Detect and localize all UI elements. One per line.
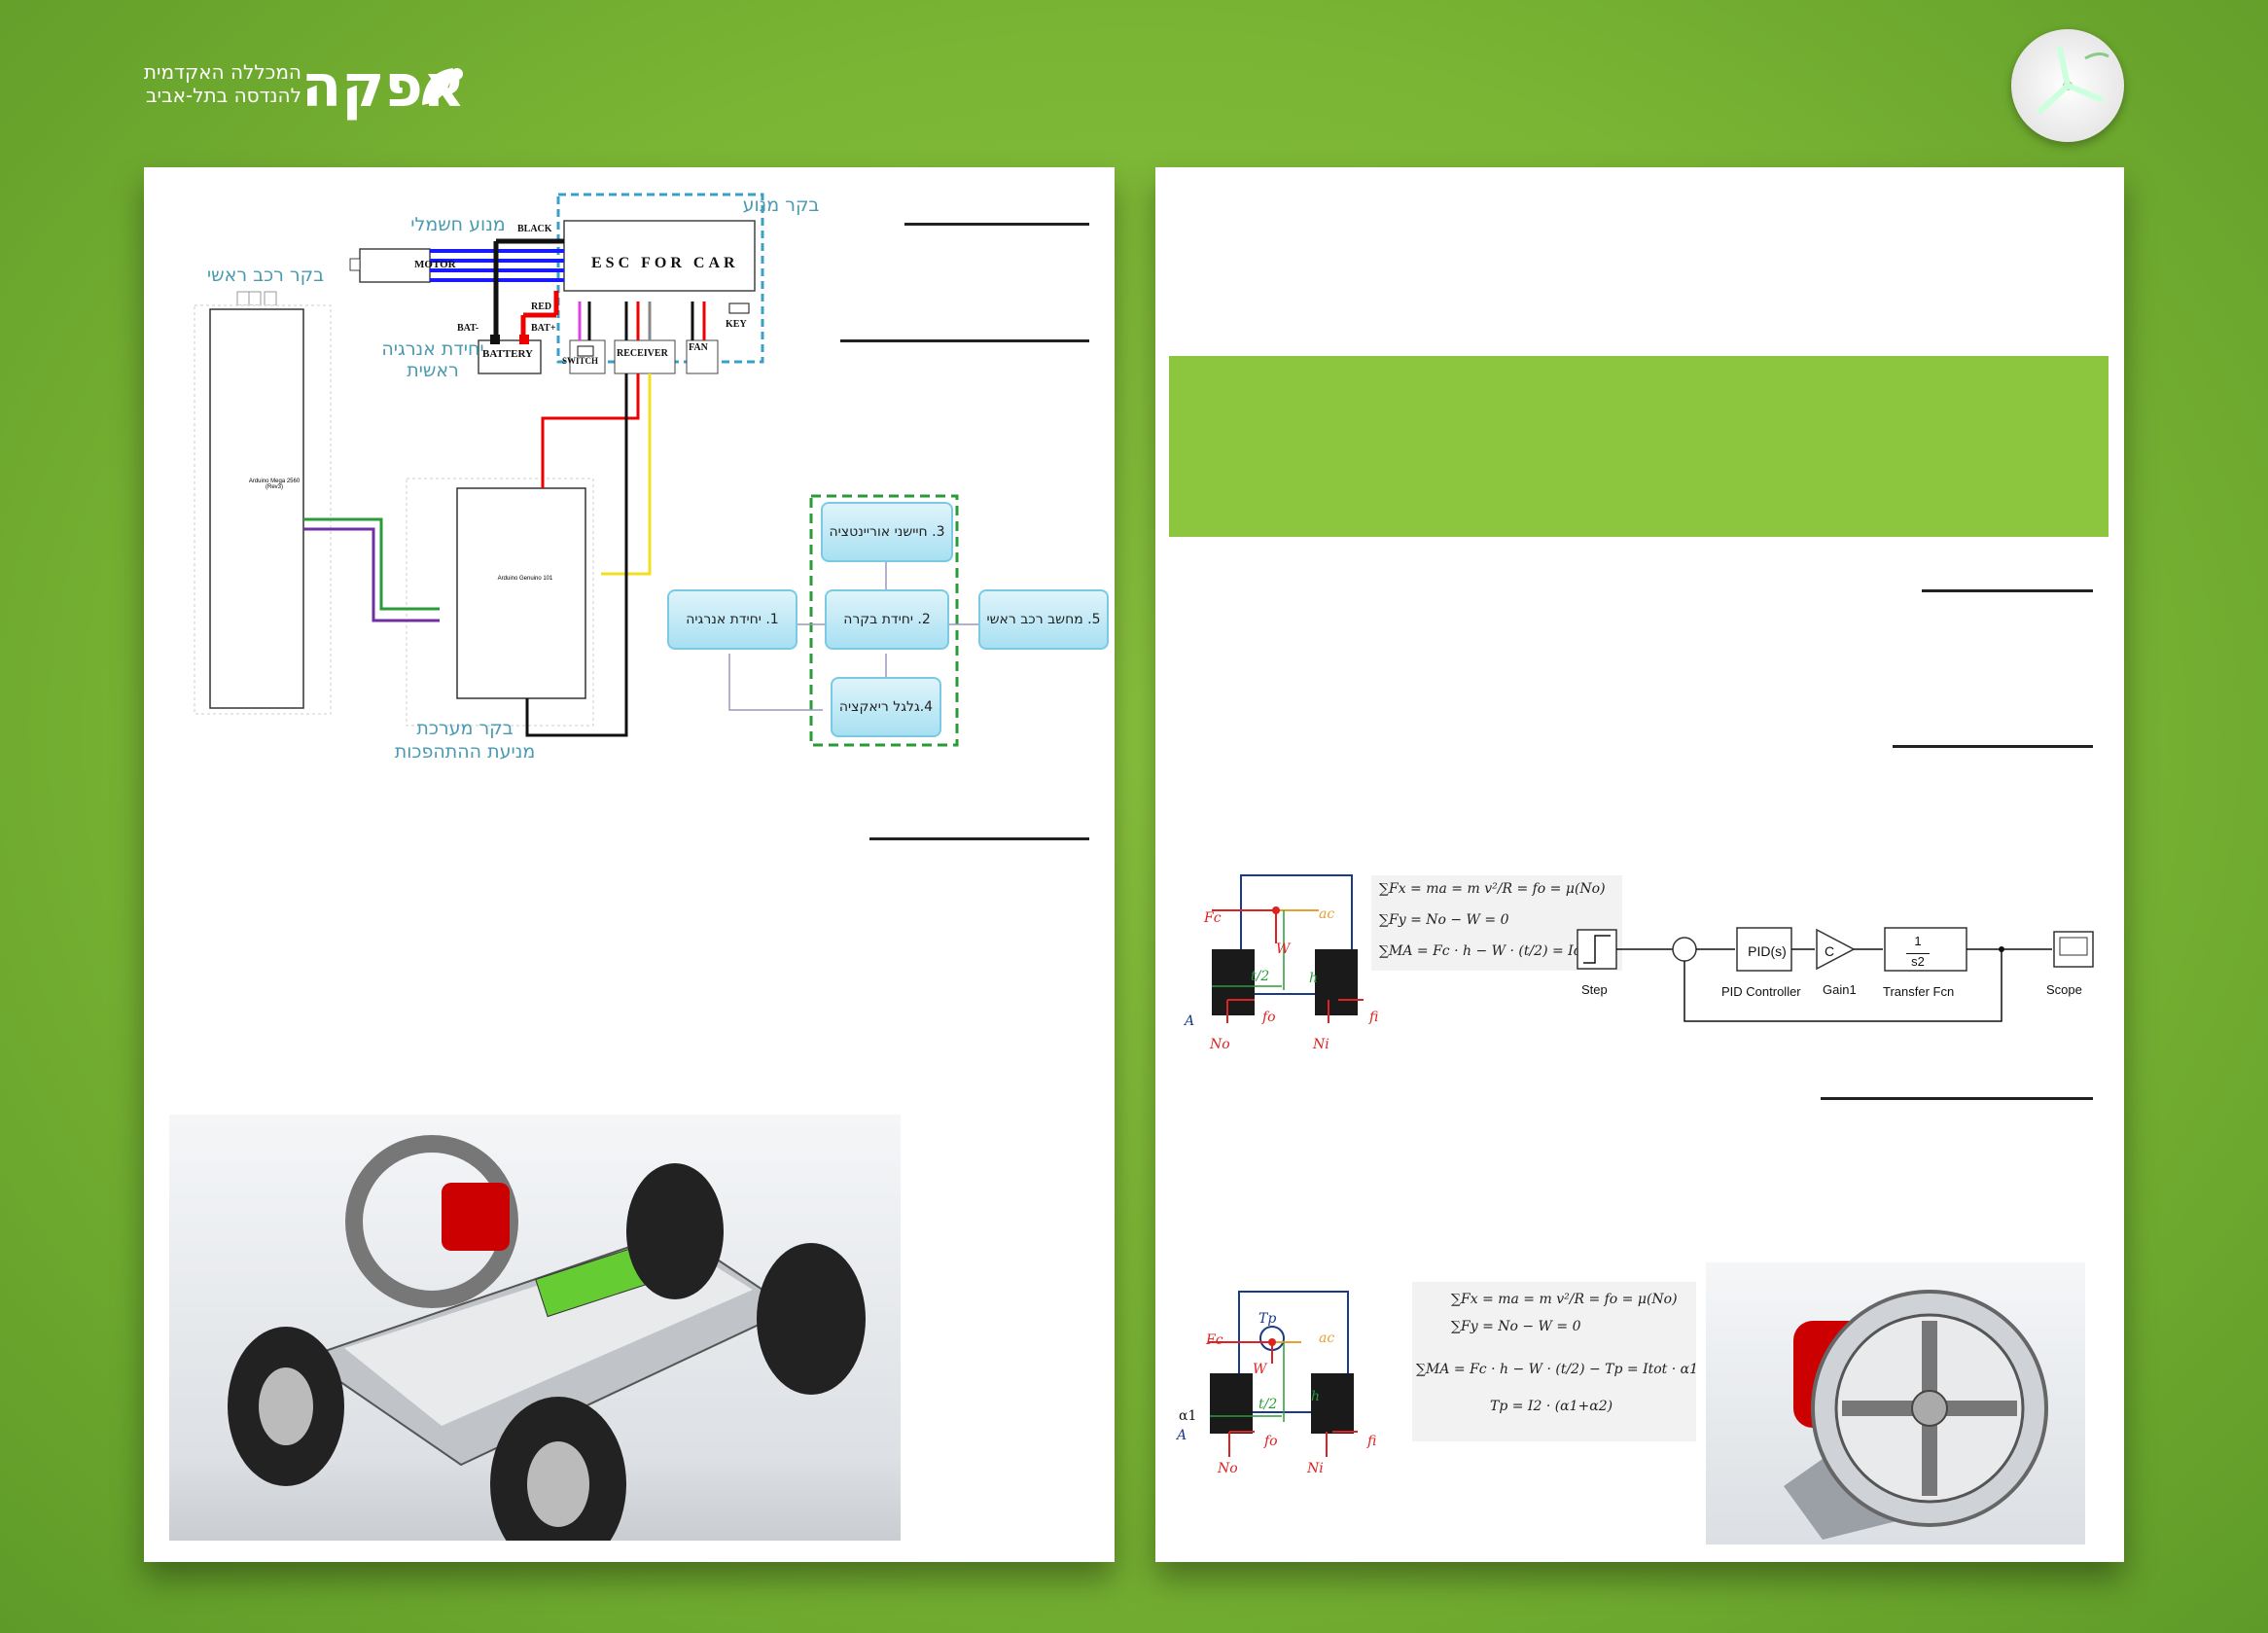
block-energy-unit: 1. יחידת אנרגיה: [667, 589, 797, 650]
fbd2-a: A: [1177, 1428, 1187, 1443]
equations-2: ∑Fx = ma = m v²/R = fo = μ(No) ∑Fy = No …: [1412, 1282, 1699, 1441]
bat-plus-label: BAT+: [531, 323, 556, 334]
rollover-controller-label: בקר מערכת: [416, 718, 514, 739]
equation-2: ∑Fy = No − W = 0: [1379, 912, 1509, 928]
motor-label: MOTOR: [414, 259, 456, 270]
fbd2-fc: Fc: [1206, 1332, 1223, 1348]
esc-label: ESC FOR CAR: [591, 255, 739, 271]
fbd1-fi: fi: [1369, 1010, 1379, 1025]
bat-minus-label: BAT-: [457, 323, 479, 334]
heading-rule: [1821, 1097, 2093, 1100]
turbine-logo-icon: [2011, 29, 2124, 142]
block-diagram-arrows: [728, 494, 986, 747]
battery-label: BATTERY: [482, 348, 533, 360]
fbd2-h: h: [1311, 1389, 1321, 1404]
gain-block-text: C: [1825, 943, 1835, 959]
tf-denominator: s2: [1906, 953, 1930, 969]
vehicle-render-image: [169, 1115, 901, 1541]
fbd2-ni: Ni: [1307, 1461, 1324, 1476]
fbd2-no: No: [1218, 1461, 1238, 1476]
fbd1-ni: Ni: [1313, 1037, 1329, 1052]
free-body-diagram-1: [1212, 874, 1364, 1023]
fbd2-alpha1: α1: [1179, 1408, 1197, 1424]
heading-rule: [1922, 589, 2093, 592]
fbd1-fo: fo: [1262, 1010, 1276, 1025]
fbd1-t2: t/2: [1251, 969, 1270, 984]
main-energy-unit-label-2: ראשית: [407, 360, 459, 381]
logo-line-2: להנדסה בתל-אביב: [145, 84, 301, 107]
motor-controller-label: בקר מנוע: [742, 195, 820, 216]
fbd2-t2: t/2: [1258, 1397, 1278, 1412]
tf-numerator: 1: [1914, 934, 1922, 948]
block-orientation-sensors: 3. חיישני אוריינטציה: [821, 502, 953, 562]
heading-rule: [869, 837, 1089, 840]
equation-7: Tp = I2 · (α1+α2): [1490, 1399, 1613, 1414]
fbd2-tp: Tp: [1258, 1311, 1277, 1327]
equation-6: ∑MA = Fc · h − W · (t/2) − Tp = Itot · α…: [1416, 1362, 1699, 1377]
step-label: Step: [1581, 982, 1608, 997]
pid-block-text: PID(s): [1748, 943, 1787, 959]
block-reaction-wheel: 4.גלגל ריאקציה: [831, 677, 941, 737]
fbd2-w: W: [1253, 1362, 1267, 1377]
block-main-computer: 5. מחשב רכב ראשי: [978, 589, 1109, 650]
logo-line-1: המכללה האקדמית: [143, 60, 301, 84]
equation-4: ∑Fx = ma = m v²/R = fo = μ(No): [1451, 1292, 1678, 1307]
rollover-controller-label-2: מניעת ההתהפכות: [394, 741, 536, 763]
gain-label: Gain1: [1823, 982, 1857, 997]
free-body-diagram-2: [1208, 1291, 1358, 1457]
tf-label: Transfer Fcn: [1883, 984, 1955, 999]
pid-label: PID Controller: [1721, 984, 1801, 999]
heading-rule: [904, 223, 1089, 226]
equation-1: ∑Fx = ma = m v²/R = fo = μ(No): [1379, 881, 1606, 897]
equation-5: ∑Fy = No − W = 0: [1451, 1319, 1581, 1334]
block-control-unit: 2. יחידת בקרה: [825, 589, 949, 650]
fbd1-no: No: [1210, 1037, 1230, 1052]
right-panel: Fc ac W h t/2 fo fi No Ni A ∑Fx = ma = m…: [1155, 167, 2124, 1562]
fbd1-w: W: [1276, 941, 1291, 957]
college-logo: המכללה האקדמית להנדסה בתל-אביב אפקה: [136, 53, 467, 124]
wiring-diagram: [194, 193, 764, 737]
reaction-wheel-image: [1706, 1262, 2085, 1544]
key-label: KEY: [726, 319, 747, 330]
fbd1-fc: Fc: [1204, 910, 1222, 926]
simulink-diagram: [1577, 927, 2094, 1022]
fbd2-ac: ac: [1319, 1331, 1335, 1346]
equation-3: ∑MA = Fc · h − W · (t/2) = Iα: [1379, 943, 1583, 959]
fbd1-a: A: [1185, 1013, 1195, 1029]
main-vehicle-controller-label: בקר רכב ראשי: [206, 265, 325, 286]
main-energy-unit-label: יחידת אנרגיה: [381, 338, 484, 360]
electric-motor-label: מנוע חשמלי: [410, 214, 506, 235]
fbd2-fo: fo: [1264, 1434, 1278, 1449]
leaf-logo-icon: [422, 68, 463, 105]
left-panel: בקר מנוע מנוע חשמלי בקר רכב ראשי יחידת א…: [144, 167, 1115, 1562]
red-label: RED: [531, 302, 552, 312]
fbd1-ac: ac: [1319, 906, 1335, 922]
receiver-label: RECEIVER: [617, 348, 668, 359]
fan-label: FAN: [689, 342, 708, 353]
mega-board-label: Arduino Mega 2560 (Rev3): [248, 479, 301, 490]
genuino-board-label: Arduino Genuino 101: [497, 576, 553, 582]
black-label: BLACK: [517, 224, 552, 234]
scope-label: Scope: [2046, 982, 2082, 997]
heading-rule: [840, 339, 1089, 342]
heading-rule: [1893, 745, 2093, 748]
fbd2-fi: fi: [1367, 1434, 1377, 1449]
switch-label: SWITCH: [562, 356, 599, 366]
green-banner: [1169, 356, 2109, 537]
fbd1-h: h: [1309, 971, 1319, 986]
